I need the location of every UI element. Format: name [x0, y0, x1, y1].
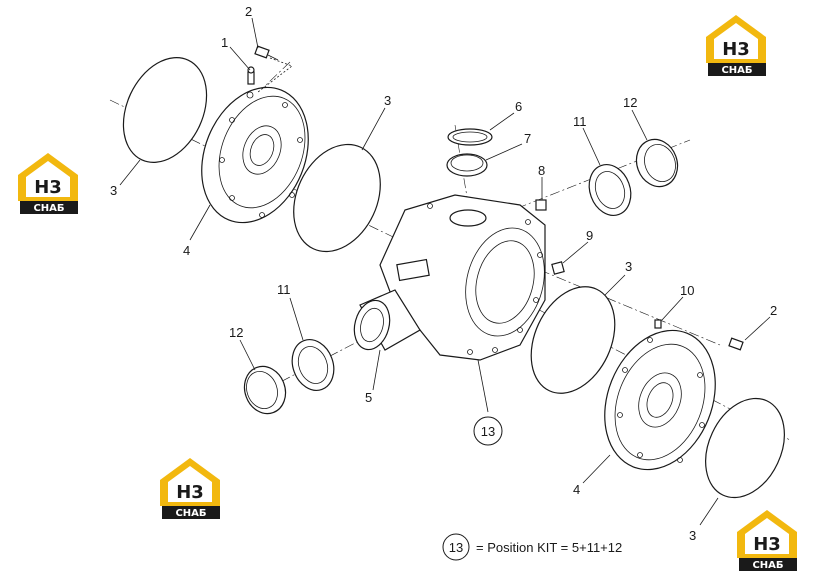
callout-6: 6: [515, 99, 522, 114]
callout-10: 10: [680, 283, 694, 298]
logo-top-right: H3 СНАБ: [706, 15, 766, 76]
svg-text:H3: H3: [722, 39, 750, 60]
callout-11: 11: [573, 114, 587, 129]
end-cover-left: [201, 86, 309, 224]
logo-left: H3 СНАБ: [18, 153, 78, 214]
spacer-ring-top: [588, 164, 632, 216]
o-ring-center: [293, 143, 381, 253]
cover-cap: [446, 153, 488, 177]
grease-nipple: [247, 66, 255, 85]
circlip: [447, 128, 493, 146]
svg-text:H3: H3: [753, 534, 781, 555]
o-ring-right-inner: [530, 286, 616, 394]
svg-text:СНАБ: СНАБ: [752, 560, 783, 571]
callout-1: 1: [221, 35, 228, 50]
callout-labels: 1 2 3 4 3 6 7 8 11 12 9 3 10 2 11 12 5 4…: [110, 4, 777, 543]
svg-text:13: 13: [481, 424, 495, 439]
callout-4: 4: [183, 243, 190, 258]
kit-legend: 13 = Position KIT = 5+11+12: [442, 533, 622, 561]
callout-13-circle: 13: [473, 416, 503, 446]
legend-text: = Position KIT = 5+11+12: [476, 540, 622, 555]
bolt-right: [728, 337, 744, 351]
callout-3: 3: [110, 183, 117, 198]
callout-5: 5: [365, 390, 372, 405]
svg-text:СНАБ: СНАБ: [33, 203, 64, 214]
callout-4: 4: [573, 482, 580, 497]
o-ring-right-outer: [705, 397, 785, 499]
bolt-top: [254, 45, 279, 61]
logo-bottom-right: H3 СНАБ: [737, 510, 797, 571]
callout-7: 7: [524, 131, 531, 146]
svg-text:H3: H3: [34, 177, 62, 198]
svg-text:H3: H3: [176, 482, 204, 503]
callout-11: 11: [277, 282, 291, 297]
svg-text:СНАБ: СНАБ: [721, 65, 752, 76]
axle-housing: [379, 194, 546, 361]
svg-text:СНАБ: СНАБ: [175, 508, 206, 519]
end-cover-right: [604, 329, 716, 471]
seal-bottom: [243, 365, 287, 415]
callout-3: 3: [689, 528, 696, 543]
seal-top: [635, 138, 679, 188]
callout-12: 12: [229, 325, 243, 340]
callout-2: 2: [245, 4, 252, 19]
o-ring-left-outer: [122, 57, 208, 163]
grease-nipple-right: [654, 319, 662, 329]
callout-3: 3: [384, 93, 391, 108]
callout-3: 3: [625, 259, 632, 274]
plug-8: [535, 199, 547, 211]
callout-12: 12: [623, 95, 637, 110]
legend-circled-number: 13: [449, 540, 463, 555]
bearing-sleeve: [353, 289, 421, 351]
plug-9: [551, 261, 565, 275]
callout-2: 2: [770, 303, 777, 318]
callout-8: 8: [538, 163, 545, 178]
logo-bottom-left: H3 СНАБ: [160, 458, 220, 519]
spacer-ring-bottom: [291, 339, 335, 391]
callout-9: 9: [586, 228, 593, 243]
leader-lines: [119, 17, 771, 526]
